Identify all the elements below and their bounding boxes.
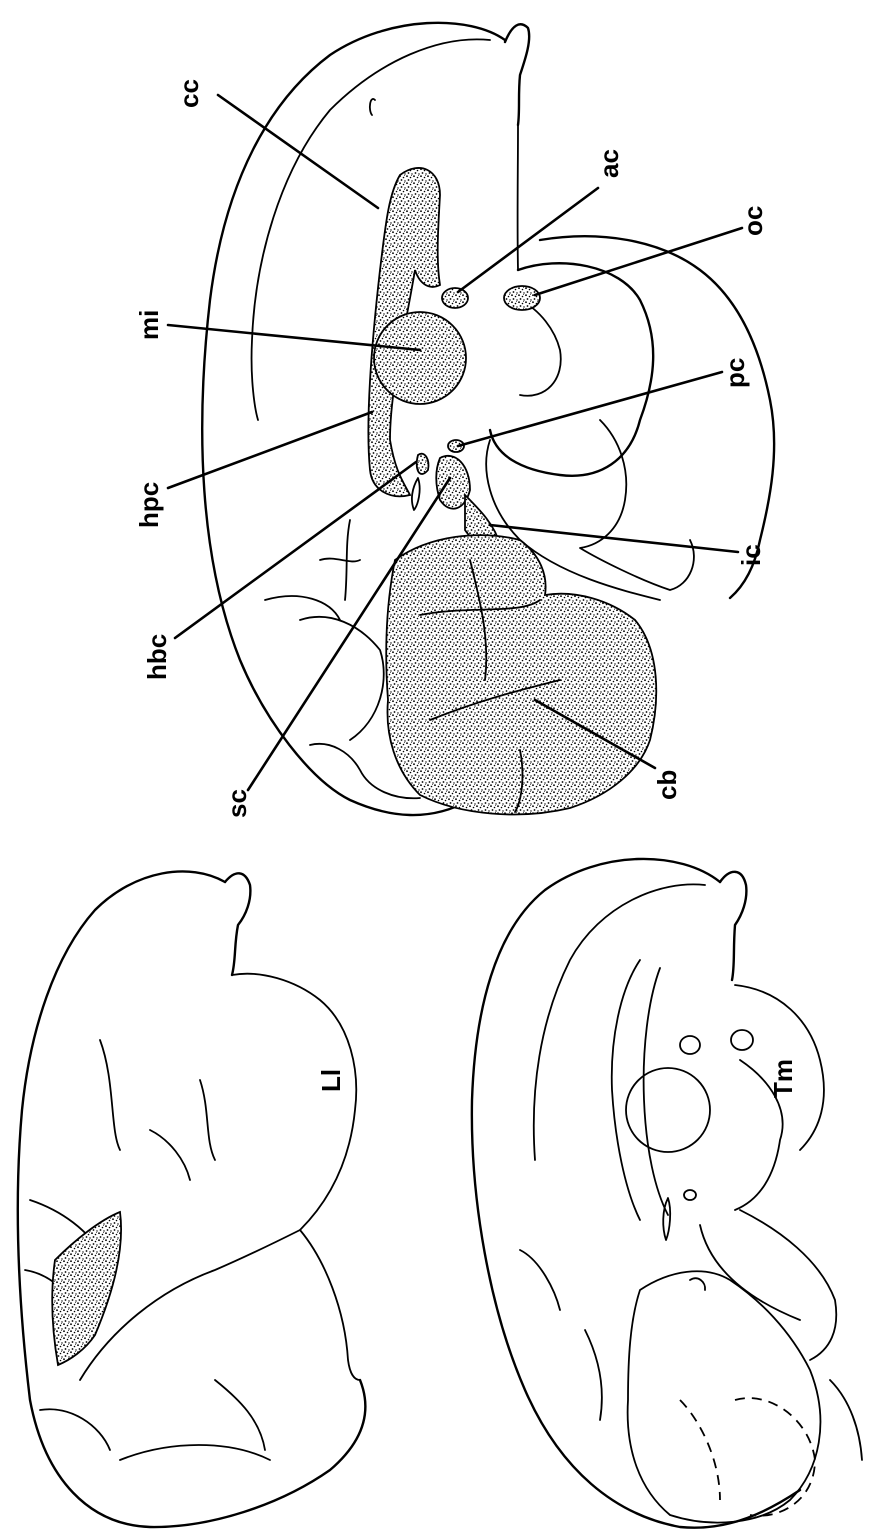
cerebellum-dashed: [735, 1398, 815, 1516]
label-sc: sc: [222, 789, 252, 818]
occipital-line: [300, 617, 384, 740]
olfactory-bulb: [720, 872, 746, 980]
sulcus-mark: [215, 1380, 265, 1450]
brain-outline: [472, 859, 800, 1528]
pons-outline: [580, 420, 694, 590]
sulcus-mark: [40, 1409, 110, 1450]
sulcus-mark: [265, 596, 340, 620]
sulcus-mark: [320, 559, 360, 562]
callosum-outline: [612, 960, 640, 1220]
olfactory-bulb: [505, 24, 529, 125]
label-tm: Tm: [768, 1059, 798, 1098]
cerebellum-outline: [628, 1271, 821, 1522]
sulcus-mark: [120, 1445, 270, 1460]
label-ic: ic: [736, 544, 766, 566]
sulcus-mark: [520, 1250, 560, 1310]
optic-chiasm: [731, 1030, 753, 1050]
leader-ac: [458, 188, 598, 292]
cerebellum: [386, 535, 656, 814]
label-hpc: hpc: [134, 482, 164, 528]
label-cc: cc: [174, 79, 204, 108]
label-oc: oc: [738, 206, 768, 236]
auditory-cortex-region: [52, 1212, 121, 1365]
label-hbc: hbc: [142, 634, 172, 680]
massa-intermedia: [626, 1068, 710, 1152]
medulla-line: [700, 1225, 800, 1320]
anterior-commissure: [442, 288, 468, 308]
anterior-commissure: [680, 1036, 700, 1054]
sulcus-mark: [370, 99, 375, 115]
habenular-commissure: [417, 454, 429, 474]
lateral-brain-ll: Ll: [18, 871, 366, 1527]
brain-outline: [18, 871, 366, 1527]
label-ac: ac: [594, 149, 624, 178]
sulcus-mark: [100, 1040, 120, 1150]
posterior-commissure: [684, 1190, 696, 1200]
habenula-outline: [663, 1198, 670, 1240]
callosum-outline: [644, 968, 668, 1215]
pons-outline: [740, 1210, 836, 1360]
label-mi: mi: [134, 310, 164, 340]
label-ll: Ll: [316, 1069, 346, 1092]
leader-cc: [218, 95, 378, 208]
medial-brain-labelled: cc ac oc mi pc hpc hbc ic sc cb: [134, 23, 774, 818]
medial-brain-tm: Tm: [472, 859, 862, 1528]
temporal-lobe: [232, 974, 356, 1230]
hypothalamus-line: [520, 300, 561, 396]
label-pc: pc: [720, 358, 750, 388]
brainstem-line: [300, 1230, 360, 1380]
sulcus-mark: [585, 1330, 602, 1420]
sulcus-mark: [200, 1080, 215, 1160]
optic-chiasm: [504, 286, 540, 310]
pineal-outline: [412, 478, 420, 510]
sulcus-mark: [150, 1130, 190, 1180]
cingulate-line: [534, 884, 705, 1160]
leader-pc: [458, 372, 722, 446]
cerebellum-dashed: [680, 1400, 720, 1500]
massa-intermedia: [374, 312, 466, 404]
spinal-line: [830, 1380, 862, 1460]
olfactory-bulb: [225, 873, 250, 975]
colliculus-mark: [690, 1278, 705, 1290]
leader-hpc: [168, 412, 372, 488]
label-cb: cb: [652, 770, 682, 800]
